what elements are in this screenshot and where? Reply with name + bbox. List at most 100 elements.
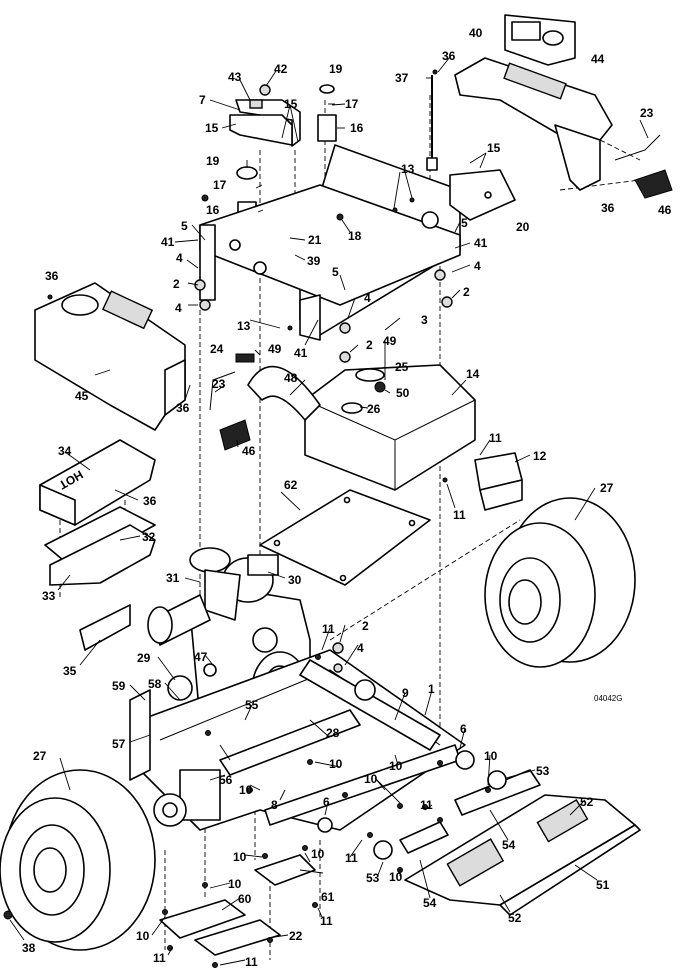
callout-17: 17 [213, 178, 227, 192]
callout-56: 56 [219, 773, 233, 787]
callout-4: 4 [175, 301, 182, 315]
callout-11: 11 [153, 951, 166, 965]
cup-holder-44 [504, 14, 576, 66]
heat-shield-33 [49, 524, 156, 586]
callout-45: 45 [75, 389, 89, 403]
callout-52: 52 [508, 911, 522, 925]
spring-upper [317, 84, 337, 142]
callout-9: 9 [402, 686, 409, 700]
tire-right [484, 497, 636, 668]
tank-bracket-12 [474, 452, 523, 511]
callout-27: 27 [33, 749, 47, 763]
callout-10: 10 [136, 929, 150, 943]
callout-42: 42 [274, 62, 288, 76]
heat-shield-35 [79, 604, 131, 651]
callout-46: 46 [658, 203, 672, 217]
callout-15: 15 [487, 141, 501, 155]
callout-11: 11 [345, 851, 358, 865]
bearing-53-right [487, 770, 507, 790]
plate-22 [194, 919, 281, 956]
callout-41: 41 [161, 235, 175, 249]
callout-10: 10 [311, 847, 325, 861]
callout-47: 47 [194, 650, 208, 664]
callout-54: 54 [423, 896, 437, 910]
callout-32: 32 [142, 530, 156, 544]
callout-51: 51 [596, 878, 610, 892]
hardware-dots [3, 69, 491, 968]
callout-2: 2 [366, 338, 373, 352]
callout-23: 23 [640, 106, 654, 120]
callout-41: 41 [474, 236, 488, 250]
tire-left [0, 769, 156, 951]
callout-49: 49 [383, 334, 397, 348]
callout-6: 6 [323, 795, 330, 809]
callout-11: 11 [322, 622, 335, 636]
callout-30: 30 [288, 573, 302, 587]
callout-36: 36 [442, 49, 456, 63]
left-fender [34, 282, 186, 431]
callout-44: 44 [591, 52, 605, 66]
callout-7: 7 [199, 93, 206, 107]
callout-53: 53 [536, 764, 550, 778]
heat-shield-34: HOT [39, 439, 156, 526]
handle-23-lower [209, 371, 236, 411]
callout-36: 36 [143, 494, 157, 508]
callout-19: 19 [206, 154, 220, 168]
callout-12: 12 [533, 449, 547, 463]
callout-3: 3 [421, 313, 428, 327]
callout-15: 15 [205, 121, 219, 135]
callout-19: 19 [329, 62, 343, 76]
callout-24: 24 [210, 342, 224, 356]
callout-11: 11 [420, 798, 433, 812]
callout-16: 16 [350, 121, 364, 135]
callout-5: 5 [461, 216, 468, 230]
callout-14: 14 [466, 367, 480, 381]
callout-1: 1 [428, 682, 435, 696]
callout-59: 59 [112, 679, 126, 693]
callout-57: 57 [112, 737, 126, 751]
callout-10: 10 [484, 749, 498, 763]
rod-37 [426, 75, 438, 171]
hydraulic-pump [153, 769, 221, 827]
callout-10: 10 [228, 877, 242, 891]
callout-29: 29 [137, 651, 151, 665]
callout-54: 54 [502, 838, 516, 852]
tube-54-left [399, 821, 449, 854]
callout-61: 61 [321, 890, 335, 904]
callout-11: 11 [245, 955, 258, 969]
leader-lines [9, 56, 649, 966]
callout-2: 2 [463, 285, 470, 299]
callout-52: 52 [580, 795, 594, 809]
callout-4: 4 [474, 259, 481, 273]
plate-61 [254, 854, 316, 886]
callout-40: 40 [469, 26, 483, 40]
bearing-53-left [373, 840, 393, 860]
callout-62: 62 [284, 478, 298, 492]
callout-53: 53 [366, 871, 380, 885]
callout-41: 41 [294, 346, 308, 360]
foot-plate [404, 794, 641, 916]
callout-46: 46 [242, 444, 256, 458]
grommet-24 [235, 353, 255, 363]
callout-10: 10 [233, 850, 247, 864]
reflector-46-lower [219, 419, 251, 451]
callout-10: 10 [364, 772, 378, 786]
muffler-31 [147, 594, 211, 646]
callout-18: 18 [348, 229, 362, 243]
callout-27: 27 [600, 481, 614, 495]
fitting-25 [374, 381, 386, 393]
callout-10: 10 [389, 870, 403, 884]
callout-50: 50 [396, 386, 410, 400]
mount-bracket-20 [449, 169, 516, 221]
filler-neck-48 [247, 365, 321, 421]
callout-4: 4 [176, 251, 183, 265]
callout-43: 43 [228, 70, 242, 84]
callout-2: 2 [173, 277, 180, 291]
callout-8: 8 [271, 798, 278, 812]
callout-15: 15 [284, 97, 298, 111]
callout-39: 39 [307, 254, 321, 268]
callout-28: 28 [326, 726, 340, 740]
callout-5: 5 [332, 265, 339, 279]
callout-48: 48 [284, 371, 298, 385]
